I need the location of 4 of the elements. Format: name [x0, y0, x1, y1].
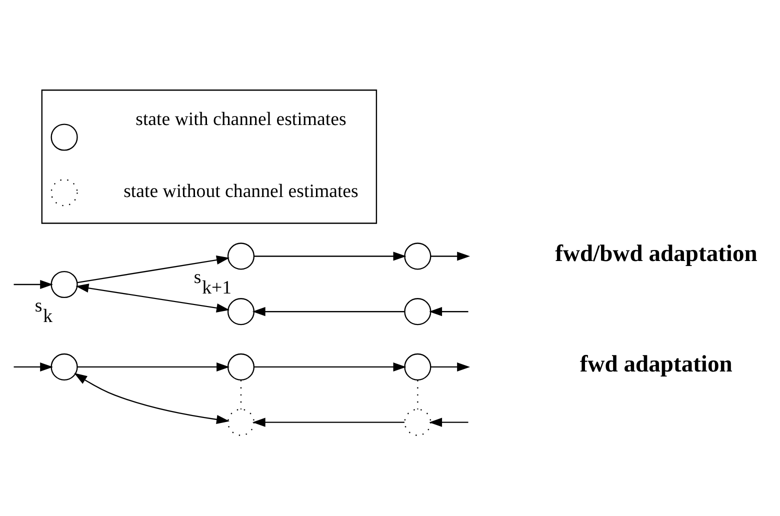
label: fwd adaptation [580, 352, 732, 378]
legend-label: state with channel estimates [136, 109, 346, 130]
label: fwd/bwd adaptation [555, 240, 758, 267]
legend-label: state without channel estimates [124, 181, 358, 202]
